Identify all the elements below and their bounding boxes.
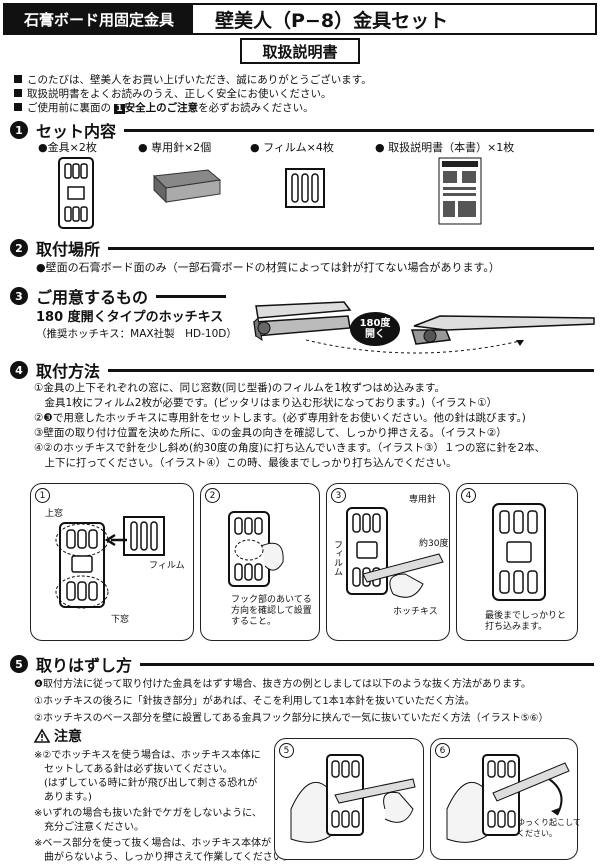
header-bar: 石膏ボード用固定金具 壁美人（P−8）金具セット xyxy=(3,3,597,35)
caution-line-2: セットしてある針は必ず抜いてください。 xyxy=(34,764,233,775)
install-step-1b: 金具1枚にフィルム2枚が必要です。(ピッタリはまり込む形状になっております。)（… xyxy=(34,397,498,409)
film-illustration xyxy=(123,516,165,556)
install-step-4b: 上下に打ってください。（イラスト④）この時、最後までしっかり打ち込んでください。 xyxy=(34,457,457,469)
removal-intro: ❹取付方法に従って取り付けた金具をはずす場合、抜き方の例としましては以下のような… xyxy=(34,679,531,690)
tool-stapler-type: 180 度開くタイプのホッチキス xyxy=(36,310,224,325)
label-film: フィルム xyxy=(149,561,185,571)
tool-recommendation: （推奨ホッチキス：MAX社製 HD-10D） xyxy=(36,328,237,340)
removal-illustration-1 xyxy=(290,754,416,843)
bracket-illustration xyxy=(58,157,94,229)
warning-icon xyxy=(33,728,51,743)
film-illustration xyxy=(285,168,325,208)
arrow-left-icon xyxy=(104,533,127,547)
label-lower-window: 下窓 xyxy=(111,615,130,625)
staples-illustration xyxy=(152,169,222,204)
illustration-2: 2 フック部のあいてる 方向を確認して設置 すること。 xyxy=(200,483,320,641)
illustration-1: 1 上窓 フィルム 下窓 xyxy=(30,483,194,641)
set-item-film: ● フィルム×4枚 xyxy=(250,141,334,154)
installed-bracket-illustration xyxy=(492,503,546,601)
manual-illustration xyxy=(438,157,482,225)
set-item-staples: ● 専用針×2個 xyxy=(138,141,212,154)
product-title: 壁美人（P−8）金具セット xyxy=(215,9,449,32)
intro-line-1: このたびは、壁美人をお買い上げいただき、誠にありがとうございます。 xyxy=(14,72,372,87)
location-note: ●壁面の石膏ボード面のみ（一部石膏ボードの材質によっては針が打てない場合がありま… xyxy=(36,261,500,274)
install-step-3: ③壁面の取り付け位置を決めた所に、①の金具の向きを確認して、しっかり押さえる。（… xyxy=(34,427,507,439)
illustration-3: 3 専用針 フィルム 約30度 ホッチキス xyxy=(326,483,450,641)
intro-line-2: 取扱説明書をよくお読みのうえ、正しく安全にお使いください。 xyxy=(14,86,332,101)
document-title: 取扱説明書 xyxy=(240,38,360,64)
install-step-1: ①金具の上下それぞれの窓に、同じ窓数(同じ型番)のフィルムを1枚ずつはめ込みます… xyxy=(34,382,445,394)
removal-method-2: ②ホッチキスのベース部分を壁に設置してある金具フック部分に挟んで一気に抜いていた… xyxy=(34,713,549,724)
stapling-illustration xyxy=(346,507,444,598)
caution-line-5: ※いずれの場合も抜いた針でケガをしないように、 xyxy=(34,808,262,819)
open-arc-arrow xyxy=(305,339,525,354)
caution-line-3: (はずしている時に針が飛び出して刺さる恐れが xyxy=(34,778,258,789)
caution-heading: 注意 xyxy=(33,726,82,746)
illustration-5: 5 xyxy=(274,738,424,860)
category-label: 石膏ボード用固定金具 xyxy=(5,5,193,33)
stapler-open-illustration xyxy=(411,315,595,345)
hand-bracket-illustration xyxy=(228,511,284,587)
bracket-illustration xyxy=(55,522,109,609)
caution-line-8: 曲がらないよう、しっかり押さえて作業してください。 xyxy=(34,852,293,863)
set-item-manual: ● 取扱説明書（本書）×1枚 xyxy=(375,141,515,154)
removal-method-1: ①ホッチキスの後ろに「針抜き部分」があれば、そこを利用して1本1本針を抜いていた… xyxy=(34,696,475,707)
stapler-closed-illustration xyxy=(253,301,352,342)
install-step-2: ②❸で用意したホッチキスに専用針をセットします。(必ず専用針をお使いください。他… xyxy=(34,412,526,424)
caution-line-6: 充分ご注意ください。 xyxy=(34,822,144,833)
label-upper-window: 上窓 xyxy=(45,509,64,519)
install-step-4: ④②のホッチキスで針を少し斜め(約30度の角度)に打ち込んでいきます。（イラスト… xyxy=(34,442,546,454)
illustration-4: 4 最後までしっかりと 打ち込みます。 xyxy=(456,483,578,641)
illustration-6: 6 ゆっくり起こして ください。 xyxy=(430,738,581,860)
caution-line-1: ※②でホッチキスを使う場合は、ホッチキス本体に xyxy=(34,750,261,761)
caution-line-4: あります。) xyxy=(34,792,92,803)
removal-illustration-2 xyxy=(446,754,570,843)
caution-line-7: ※ベース部分を使って抜く場合は、ホッチキス本体が xyxy=(34,838,272,849)
badge-180-degree: 180度開く xyxy=(350,312,400,346)
set-item-bracket: ●金具×2枚 xyxy=(38,141,97,154)
